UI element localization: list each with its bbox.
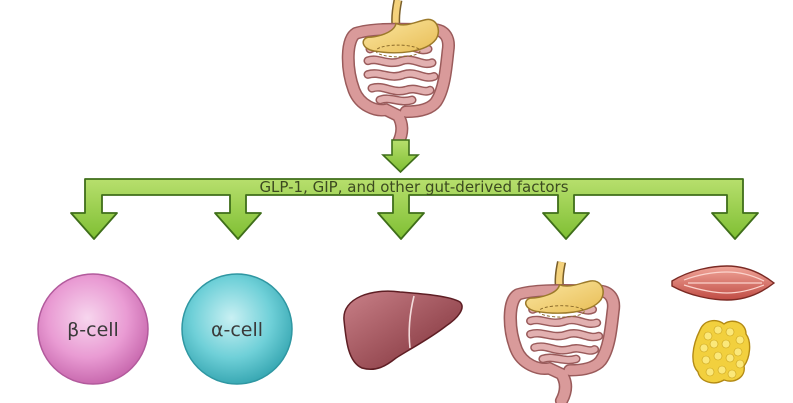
liver-icon	[343, 290, 463, 370]
target-gut-icon	[510, 262, 613, 401]
alpha-cell-label: α-cell	[211, 319, 263, 341]
alpha-cell-icon: α-cell	[181, 273, 293, 385]
source-arrow	[381, 139, 420, 174]
muscle-and-fat-icon	[671, 265, 776, 384]
beta-cell-icon: β-cell	[37, 273, 149, 385]
beta-cell-label: β-cell	[67, 319, 119, 341]
fat-tissue-icon	[692, 319, 751, 384]
banner-label: GLP-1, GIP, and other gut-derived factor…	[259, 178, 568, 196]
factors-banner: GLP-1, GIP, and other gut-derived factor…	[70, 178, 759, 240]
source-gut-icon	[348, 0, 448, 143]
muscle-icon	[671, 265, 776, 301]
